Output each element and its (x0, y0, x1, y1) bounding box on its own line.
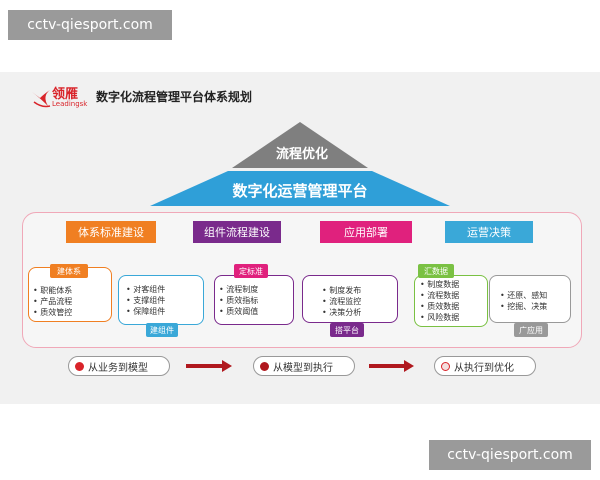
pyramid-top-label: 流程优化 (275, 147, 328, 162)
list-item: 制度数据 (420, 279, 459, 290)
watermark-bottom: cctv-qiesport.com (429, 440, 591, 470)
stage-component-building: 组件流程建设 (193, 221, 281, 243)
group-tag: 广应用 (514, 323, 548, 337)
brand-name-en: Leadingsk (52, 100, 88, 108)
list-item: 产品流程 (33, 296, 72, 307)
group-list: 制度数据 流程数据 质效数据 风险数据 (420, 279, 459, 323)
group-list: 对客组件 支撑组件 保障组件 (126, 284, 165, 317)
list-item: 还原、感知 (500, 290, 547, 301)
stage-deployment: 应用部署 (320, 221, 412, 243)
group-list: 职能体系 产品流程 质效管控 (33, 285, 72, 318)
pyramid-top (232, 122, 368, 168)
list-item: 对客组件 (126, 284, 165, 295)
list-item: 流程监控 (322, 296, 361, 307)
group-list: 还原、感知 挖掘、决策 (500, 290, 547, 312)
diagram-title: 数字化流程管理平台体系规划 (96, 90, 253, 104)
phase-pill: 从执行到优化 (434, 356, 536, 376)
group-list: 流程制度 质效指标 质效阈值 (219, 284, 258, 317)
watermark-top: cctv-qiesport.com (8, 10, 172, 40)
list-item: 流程数据 (420, 290, 459, 301)
arrow-right-icon (369, 360, 414, 372)
pyramid-base-label: 数字化运营管理平台 (232, 182, 368, 200)
group-tag: 建体系 (50, 264, 88, 278)
phase-pill: 从业务到模型 (68, 356, 170, 376)
list-item: 职能体系 (33, 285, 72, 296)
list-item: 决策分析 (322, 307, 361, 318)
pyramid-base (150, 171, 450, 206)
list-item: 支撑组件 (126, 295, 165, 306)
stage-standard-building: 体系标准建设 (66, 221, 156, 243)
list-item: 质效指标 (219, 295, 258, 306)
list-item: 风险数据 (420, 312, 459, 323)
list-item: 挖掘、决策 (500, 301, 547, 312)
ring-dot-icon (441, 361, 450, 371)
phase-label: 从模型到执行 (273, 362, 333, 374)
arrow-right-icon (186, 360, 232, 372)
red-dot-icon (75, 361, 84, 371)
list-item: 制度发布 (322, 285, 361, 296)
list-item: 保障组件 (126, 306, 165, 317)
group-tag: 定标准 (234, 264, 268, 278)
stage-operation-decision: 运营决策 (445, 221, 533, 243)
list-item: 质效阈值 (219, 306, 258, 317)
group-list: 制度发布 流程监控 决策分析 (322, 285, 361, 318)
phase-label: 从业务到模型 (88, 362, 148, 374)
phase-pill: 从模型到执行 (253, 356, 355, 376)
phase-label: 从执行到优化 (454, 362, 514, 374)
list-item: 流程制度 (219, 284, 258, 295)
swallow-logo-icon (32, 90, 51, 108)
brand-name-cn: 领雁 (52, 87, 79, 102)
list-item: 质效管控 (33, 307, 72, 318)
group-tag: 建组件 (146, 323, 178, 337)
red-dot-icon (260, 361, 269, 371)
group-tag: 汇数据 (418, 264, 454, 278)
list-item: 质效数据 (420, 301, 459, 312)
group-tag: 搭平台 (330, 323, 364, 337)
